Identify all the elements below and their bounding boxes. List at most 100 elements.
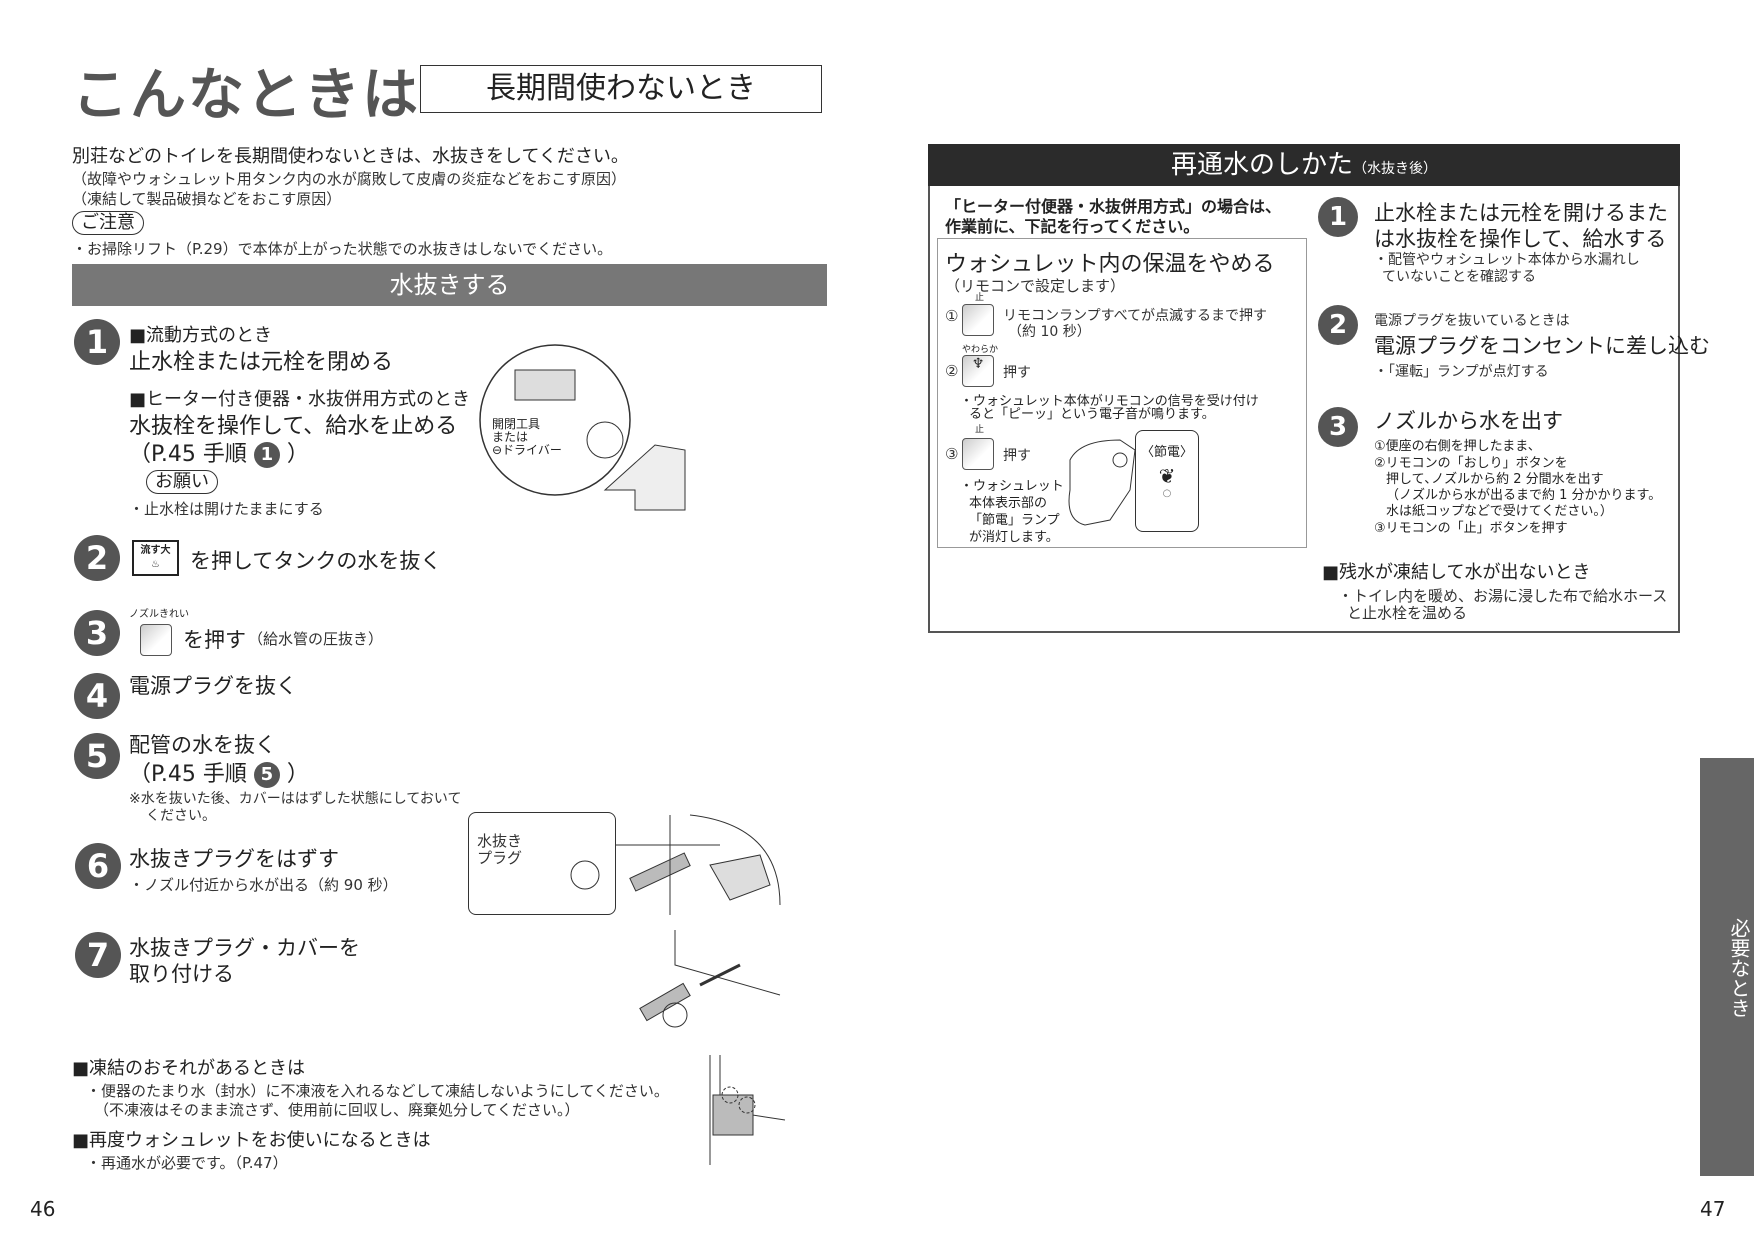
stop-caption: 止 (975, 425, 985, 435)
refill-step3-line: （ノズルから水が出るまで約 1 分かかります。 (1386, 488, 1662, 503)
step5-note-1: ※水を抜いた後、カバーははずした状態にしておいて (129, 791, 462, 807)
substep3-note-1: ・ウォシュレット (960, 479, 1064, 494)
freeze-line-1: ・便器のたまり水（封水）に不凍液を入れるなどして凍結しないようにしてください。 (86, 1082, 669, 1100)
refill-step1-note-1: ・配管やウォシュレット本体から水漏れし (1374, 252, 1640, 268)
reuse-heading: ■再度ウォシュレットをお使いになるときは (72, 1130, 431, 1151)
ref-step-number: 5 (253, 762, 280, 788)
step4-text: 電源プラグを抜く (129, 674, 297, 698)
plug-attach-illustration (639, 930, 781, 1028)
nozzle-clean-button-icon (140, 624, 172, 656)
substep2-note-1: ・ウォシュレット本体がリモコンの信号を受け付け (960, 394, 1259, 409)
refill-step3-text: ノズルから水を出す (1374, 409, 1563, 433)
refill-step2-text: 電源プラグをコンセントに差し込む (1374, 334, 1710, 358)
eco-lamp-inset: 〈節電〉❦○ (1135, 430, 1199, 532)
refill-title: 再通水のしかた (1170, 150, 1353, 180)
drain-section-bar: 水抜きする (72, 264, 827, 306)
freeze-line-2: （不凍液はそのまま流さず、使用前に回収し、廃棄処分してください。） (94, 1101, 580, 1119)
request-label: お願い (146, 470, 218, 494)
step-number: 1 (1318, 197, 1358, 237)
stop-button-icon (962, 438, 994, 470)
intro-reason-2: （凍結して製品破損などをおこす原因） (72, 190, 342, 208)
refill-header: 再通水のしかた（水抜き後） (928, 144, 1680, 186)
cover-attach-illustration (709, 1055, 786, 1165)
refill-step3-line: ②リモコンの「おしり」ボタンを (1374, 456, 1568, 471)
step1-text1: 止水栓または元栓を閉める (129, 350, 394, 375)
step7-text-2: 取り付ける (129, 962, 234, 986)
substep1-text: リモコンランプすべてが点滅するまで押す (1003, 308, 1268, 324)
step5-ref: （P.45 手順 5 ） (129, 756, 309, 788)
lamp-off-icon: ○ (1162, 488, 1172, 499)
ref-step-number: 1 (253, 442, 280, 468)
step1-ref: （P.45 手順 1 ） (129, 436, 309, 468)
frozen-line-1: ・トイレ内を暖め、お湯に浸した布で給水ホース (1338, 587, 1668, 605)
substep-mark: ③ (945, 445, 959, 463)
page-number-right: 47 (1700, 1197, 1726, 1221)
valve-illustration (479, 344, 686, 511)
ref-text: （P.45 手順 (129, 442, 247, 467)
refill-step3-line: ③リモコンの「止」ボタンを押す (1374, 521, 1568, 536)
request-text: ・止水栓は開けたままにする (129, 500, 324, 518)
nozzle-clean-caption: ノズルきれい (129, 609, 189, 620)
warm-off-box (937, 238, 1307, 548)
substep3-text: 押す (1003, 448, 1031, 464)
substep3-note-2: 本体表示部の (969, 496, 1048, 511)
step6-text: 水抜きプラグをはずす (129, 847, 339, 871)
toilet-illustration (1068, 439, 1136, 526)
substep2-note-2: ると「ピーッ」という電子音が鳴ります。 (969, 407, 1215, 422)
refill-step3-line: ①便座の右側を押したまま、 (1374, 439, 1541, 454)
refill-step2-note: ・「運転」ランプが点灯する (1374, 364, 1549, 380)
step2-text: を押してタンクの水を抜く (190, 549, 442, 573)
warm-off-sub: （リモコンで設定します） (945, 277, 1126, 295)
step-number: 2 (74, 535, 120, 581)
step-number: 3 (1318, 407, 1358, 447)
step-number: 4 (74, 673, 120, 719)
inset-label-2: プラグ (477, 849, 523, 867)
caution-label: ご注意 (72, 211, 144, 235)
warm-off-title: ウォシュレット内の保温をやめる (945, 252, 1275, 277)
frozen-line-2: と止水栓を温める (1347, 604, 1468, 622)
refill-step3-line: 押して､ノズルから約 2 分間水を出す (1386, 472, 1604, 487)
ref-end: ） (286, 762, 309, 787)
inset-label-1: 水抜き (477, 832, 523, 850)
refill-step1-note-2: ていないことを確認する (1382, 269, 1536, 285)
refill-title-note: （水抜き後） (1353, 161, 1437, 177)
refill-step1-text-2: は水抜栓を操作して、給水する (1374, 227, 1667, 251)
refill-step1-text-1: 止水栓または元栓を開けるまた (1374, 201, 1668, 225)
soft-caption: やわらか (962, 345, 999, 355)
step3-text: を押す (183, 628, 246, 652)
eco-label: 〈節電〉 (1140, 445, 1193, 460)
step-number: 2 (1318, 305, 1358, 345)
step6-note: ・ノズル付近から水が出る（約 90 秒） (129, 876, 398, 894)
soft-button-icon: ♆ (962, 355, 994, 387)
flush-large-button-icon: 流す大♨ (132, 540, 179, 576)
drain-plug-illustration (570, 814, 781, 915)
frozen-heading: ■残水が凍結して水が出ないとき (1322, 562, 1591, 583)
substep-mark: ② (945, 362, 959, 380)
reuse-line-1: ・再通水が必要です。（P.47） (86, 1154, 288, 1172)
intro-text: 別荘などのトイレを長期間使わないときは、水抜きをしてください。 (72, 146, 629, 167)
step1-case2: ■ヒーター付き便器・水抜併用方式のとき (129, 389, 471, 410)
tool-label: 開閉工具 または ⊖ドライバー (492, 417, 562, 457)
caution-text: ・お掃除リフト（P.29）で本体が上がった状態での水抜きはしないでください。 (72, 240, 613, 258)
page-title: こんなときは (72, 63, 420, 128)
substep3-note-4: が消灯します。 (969, 530, 1059, 545)
step-number: 3 (74, 610, 120, 656)
substep-mark: ① (945, 307, 959, 325)
section-subtitle: 長期間使わないとき (420, 65, 822, 113)
refill-step3-line: 水は紙コップなどで受けてください。） (1386, 504, 1613, 519)
step-number: 7 (75, 932, 121, 978)
intro-reason-1: （故障やウォシュレット用タンク内の水が腐敗して皮膚の炎症などをおこす原因） (72, 170, 626, 188)
step5-text: 配管の水を抜く (129, 733, 276, 757)
step3-note: （給水管の圧抜き） (248, 630, 384, 648)
button-label: 流す大 (140, 545, 171, 556)
step-number: 6 (75, 843, 121, 889)
ref-text: （P.45 手順 (129, 762, 247, 787)
heater-note-1: 「ヒーター付便器・水抜併用方式」の場合は、 (945, 197, 1282, 216)
step1-text2: 水抜栓を操作して、給水を止める (129, 414, 458, 439)
heater-note-2: 作業前に、下記を行ってください。 (945, 217, 1200, 236)
step-number: 5 (74, 733, 120, 779)
page-number-left: 46 (30, 1197, 56, 1221)
side-tab[interactable]: 必要なとき (1700, 758, 1754, 1176)
stop-button-icon (962, 304, 994, 336)
freeze-heading: ■凍結のおそれがあるときは (72, 1058, 306, 1079)
